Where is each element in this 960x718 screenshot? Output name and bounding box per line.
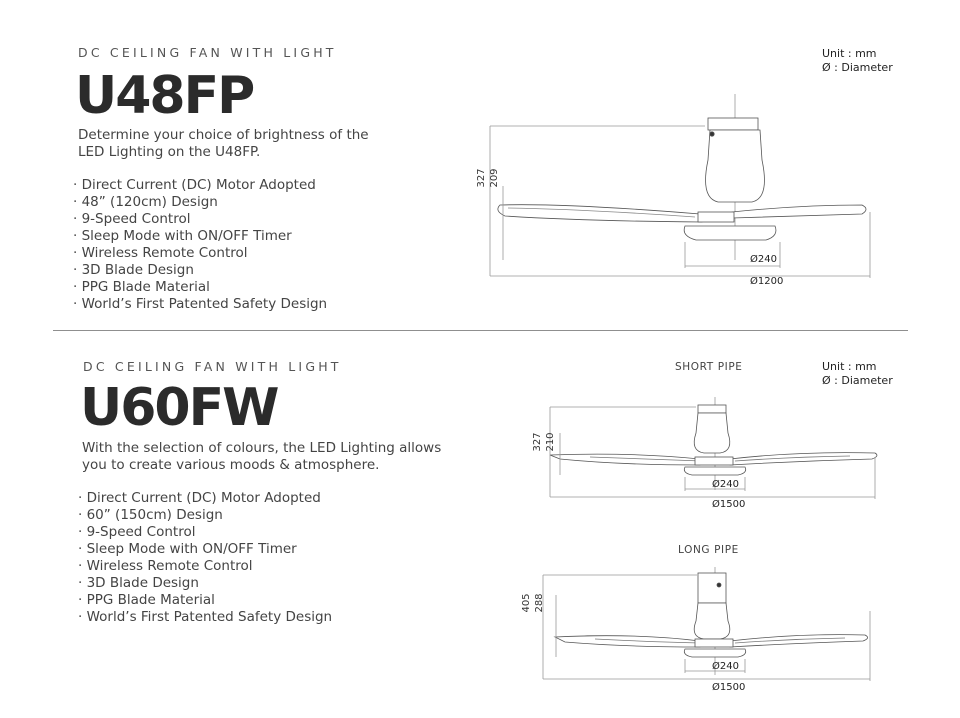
short-pipe-label: SHORT PIPE xyxy=(675,361,743,373)
feature-item: Wireless Remote Control xyxy=(73,245,327,262)
long-pipe-body-height: 288 xyxy=(534,593,545,612)
diameter-label: Ø : Diameter xyxy=(822,374,893,387)
u48fp-light-diameter: Ø240 xyxy=(750,253,777,265)
feature-item: PPG Blade Material xyxy=(78,592,332,609)
feature-item: Direct Current (DC) Motor Adopted xyxy=(78,490,332,507)
feature-item: Sleep Mode with ON/OFF Timer xyxy=(73,228,327,245)
unit-label: Unit : mm xyxy=(822,360,877,373)
top-description: Determine your choice of brightness of t… xyxy=(78,127,369,160)
bottom-description: With the selection of colours, the LED L… xyxy=(82,440,442,473)
u48fp-fan-diagram: 327 209 Ø240 Ø1200 xyxy=(476,94,871,287)
bottom-feature-list: Direct Current (DC) Motor Adopted 60” (1… xyxy=(78,490,333,626)
feature-item: 3D Blade Design xyxy=(78,575,332,592)
feature-item: Wireless Remote Control xyxy=(78,558,332,575)
feature-item: Sleep Mode with ON/OFF Timer xyxy=(78,541,332,558)
feature-item: 9-Speed Control xyxy=(73,211,327,228)
long-pipe-total-height: 405 xyxy=(521,593,532,612)
bottom-model-title: U60FW xyxy=(80,378,279,438)
feature-item: 48” (120cm) Design xyxy=(73,194,327,211)
feature-item: Direct Current (DC) Motor Adopted xyxy=(73,177,327,194)
long-pipe-light-diameter: Ø240 xyxy=(712,660,739,672)
short-pipe-body-height: 210 xyxy=(545,432,556,451)
feature-item: 9-Speed Control xyxy=(78,524,332,541)
feature-item: World’s First Patented Safety Design xyxy=(73,296,328,313)
diameter-label: Ø : Diameter xyxy=(822,61,893,74)
top-eyebrow: DC CEILING FAN WITH LIGHT xyxy=(78,45,337,60)
feature-item: PPG Blade Material xyxy=(73,279,327,296)
unit-label: Unit : mm xyxy=(822,47,877,60)
top-feature-list: Direct Current (DC) Motor Adopted 48” (1… xyxy=(73,177,328,313)
long-pipe-label: LONG PIPE xyxy=(678,544,739,556)
top-unit-legend: Unit : mm Ø : Diameter xyxy=(822,47,893,75)
short-pipe-total-height: 327 xyxy=(532,432,543,451)
u48fp-total-height: 327 xyxy=(476,168,487,187)
top-model-title: U48FP xyxy=(75,66,255,126)
section-divider xyxy=(53,330,908,331)
feature-item: World’s First Patented Safety Design xyxy=(78,609,333,626)
bottom-unit-legend: Unit : mm Ø : Diameter xyxy=(822,360,893,388)
bottom-eyebrow: DC CEILING FAN WITH LIGHT xyxy=(83,359,342,374)
long-pipe-fan-diameter: Ø1500 xyxy=(712,681,745,693)
u48fp-body-height: 209 xyxy=(489,168,500,187)
u60fw-short-pipe-diagram: 327 210 Ø240 Ø1500 xyxy=(532,397,878,510)
u48fp-fan-diameter: Ø1200 xyxy=(750,275,783,287)
feature-item: 60” (150cm) Design xyxy=(78,507,332,524)
feature-item: 3D Blade Design xyxy=(73,262,327,279)
short-pipe-light-diameter: Ø240 xyxy=(712,478,739,490)
short-pipe-fan-diameter: Ø1500 xyxy=(712,498,745,510)
u60fw-long-pipe-diagram: 405 288 Ø240 Ø1500 xyxy=(521,567,871,693)
